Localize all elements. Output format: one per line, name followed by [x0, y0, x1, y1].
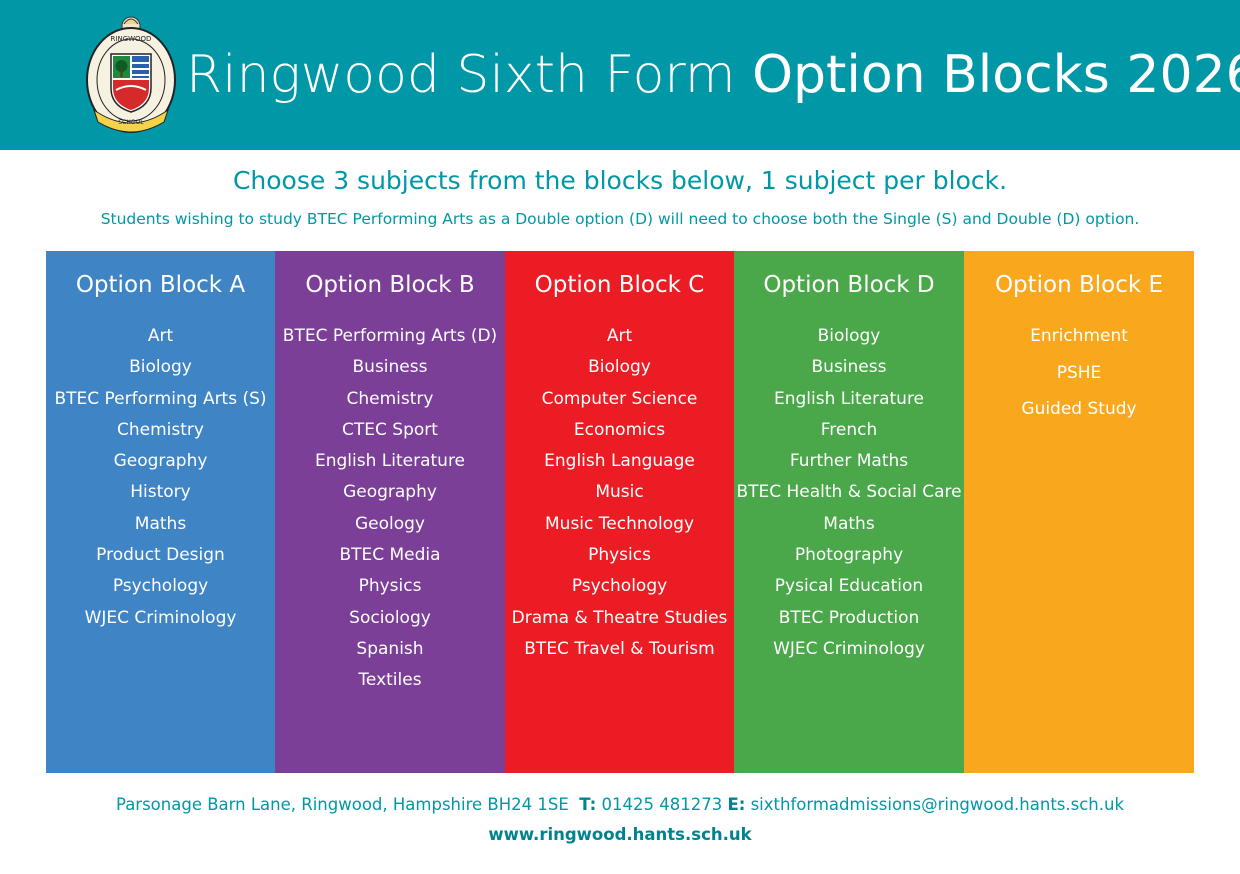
subject-item: English Literature [314, 451, 466, 472]
subject-item: Pysical Education [774, 576, 924, 597]
subject-item: BTEC Performing Arts (D) [282, 326, 498, 346]
subject-item: Psychology [112, 576, 209, 597]
subject-item: Drama & Theatre Studies [511, 607, 728, 628]
option-blocks: Option Block A Art Biology BTEC Performi… [46, 251, 1194, 773]
subject-item: French [820, 419, 878, 440]
subject-list: Art Biology Computer Science Economics E… [505, 321, 734, 665]
subject-item: Art [147, 326, 174, 346]
block-title: Option Block B [305, 272, 475, 298]
subject-item: WJEC Criminology [84, 607, 237, 628]
subject-item: Geography [343, 482, 437, 503]
block-title: Option Block A [75, 272, 246, 298]
subject-item: Geology [354, 513, 425, 534]
subject-item: Geography [113, 451, 208, 472]
option-block-e: Option Block E Enrichment PSHE Guided St… [964, 251, 1194, 773]
option-block-d: Option Block D Biology Business English … [734, 251, 964, 773]
block-title: Option Block E [994, 272, 1164, 298]
footer-contact: Parsonage Barn Lane, Ringwood, Hampshire… [0, 795, 1240, 814]
subject-item: Art [606, 326, 633, 346]
subject-item: BTEC Performing Arts (S) [54, 388, 267, 409]
subject-item: Computer Science [541, 388, 698, 409]
subject-item: Maths [134, 513, 187, 534]
subject-item: Music Technology [545, 513, 694, 534]
subject-item: Sociology [349, 607, 431, 628]
subject-item: BTEC Media [339, 545, 441, 566]
subject-item: Biology [817, 326, 881, 346]
subject-item: BTEC Travel & Tourism [524, 638, 715, 659]
subject-item: Photography [794, 545, 904, 566]
subject-item: CTEC Sport [342, 419, 438, 440]
subject-item: WJEC Criminology [773, 638, 925, 659]
email-label: E: [727, 795, 746, 814]
header-banner: RINGWOOD SCHOOL Ringwood Sixth Form Opti… [0, 0, 1240, 150]
subject-item: Maths [823, 513, 875, 534]
title-light: Ringwood Sixth Form [186, 45, 736, 105]
subject-item: Economics [573, 419, 666, 440]
option-block-c: Option Block C Art Biology Computer Scie… [505, 251, 734, 773]
page-title: Ringwood Sixth Form Option Blocks 2026 [186, 40, 1240, 110]
block-title: Option Block C [534, 272, 705, 298]
phone-number[interactable]: 01425 481273 [601, 795, 723, 814]
subject-list: Enrichment PSHE Guided Study [964, 318, 1194, 428]
crest-text-top: RINGWOOD [111, 35, 152, 43]
subject-list: Art Biology BTEC Performing Arts (S) Che… [46, 321, 275, 634]
subject-item: Biology [588, 357, 651, 378]
subject-item: Spanish [356, 638, 424, 659]
subject-item: Physics [358, 576, 422, 597]
option-block-b: Option Block B BTEC Performing Arts (D) … [275, 251, 505, 773]
subject-item: Business [352, 357, 428, 378]
subject-item: Business [811, 357, 887, 378]
subject-item: Music [595, 482, 644, 503]
option-block-a: Option Block A Art Biology BTEC Performi… [46, 251, 275, 773]
btec-note: Students wishing to study BTEC Performin… [100, 210, 1140, 228]
subject-item: Psychology [571, 576, 668, 597]
phone-label: T: [579, 795, 597, 814]
block-title: Option Block D [763, 272, 935, 298]
website-link[interactable]: www.ringwood.hants.sch.uk [488, 825, 752, 844]
subject-item: BTEC Production [778, 607, 920, 628]
subject-item: Further Maths [789, 451, 909, 472]
address: Parsonage Barn Lane, Ringwood, Hampshire… [115, 795, 569, 814]
subject-item: Chemistry [346, 388, 434, 409]
school-crest-logo: RINGWOOD SCHOOL [86, 16, 176, 133]
subject-item: BTEC Health & Social Care [736, 482, 962, 503]
subject-item: English Language [544, 451, 695, 472]
title-strong: Option Blocks 2026 [752, 45, 1240, 105]
crest-text-bottom: SCHOOL [118, 119, 144, 126]
subject-item: English Literature [773, 388, 925, 409]
subject-item: PSHE [1056, 362, 1102, 383]
subject-item: Textiles [358, 670, 422, 691]
subject-item: Product Design [96, 545, 225, 566]
subject-item: Guided Study [1021, 399, 1137, 419]
subject-list: Biology Business English Literature Fren… [734, 321, 964, 665]
subject-item: Biology [129, 357, 192, 378]
subject-item: Chemistry [117, 419, 204, 440]
subject-list: BTEC Performing Arts (D) Business Chemis… [275, 321, 505, 697]
email-link[interactable]: sixthformadmissions@ringwood.hants.sch.u… [750, 795, 1125, 814]
subject-item: Enrichment [1030, 326, 1128, 346]
subject-item: History [130, 482, 191, 503]
subject-item: Physics [588, 545, 651, 566]
instruction-heading: Choose 3 subjects from the blocks below,… [232, 166, 1008, 195]
